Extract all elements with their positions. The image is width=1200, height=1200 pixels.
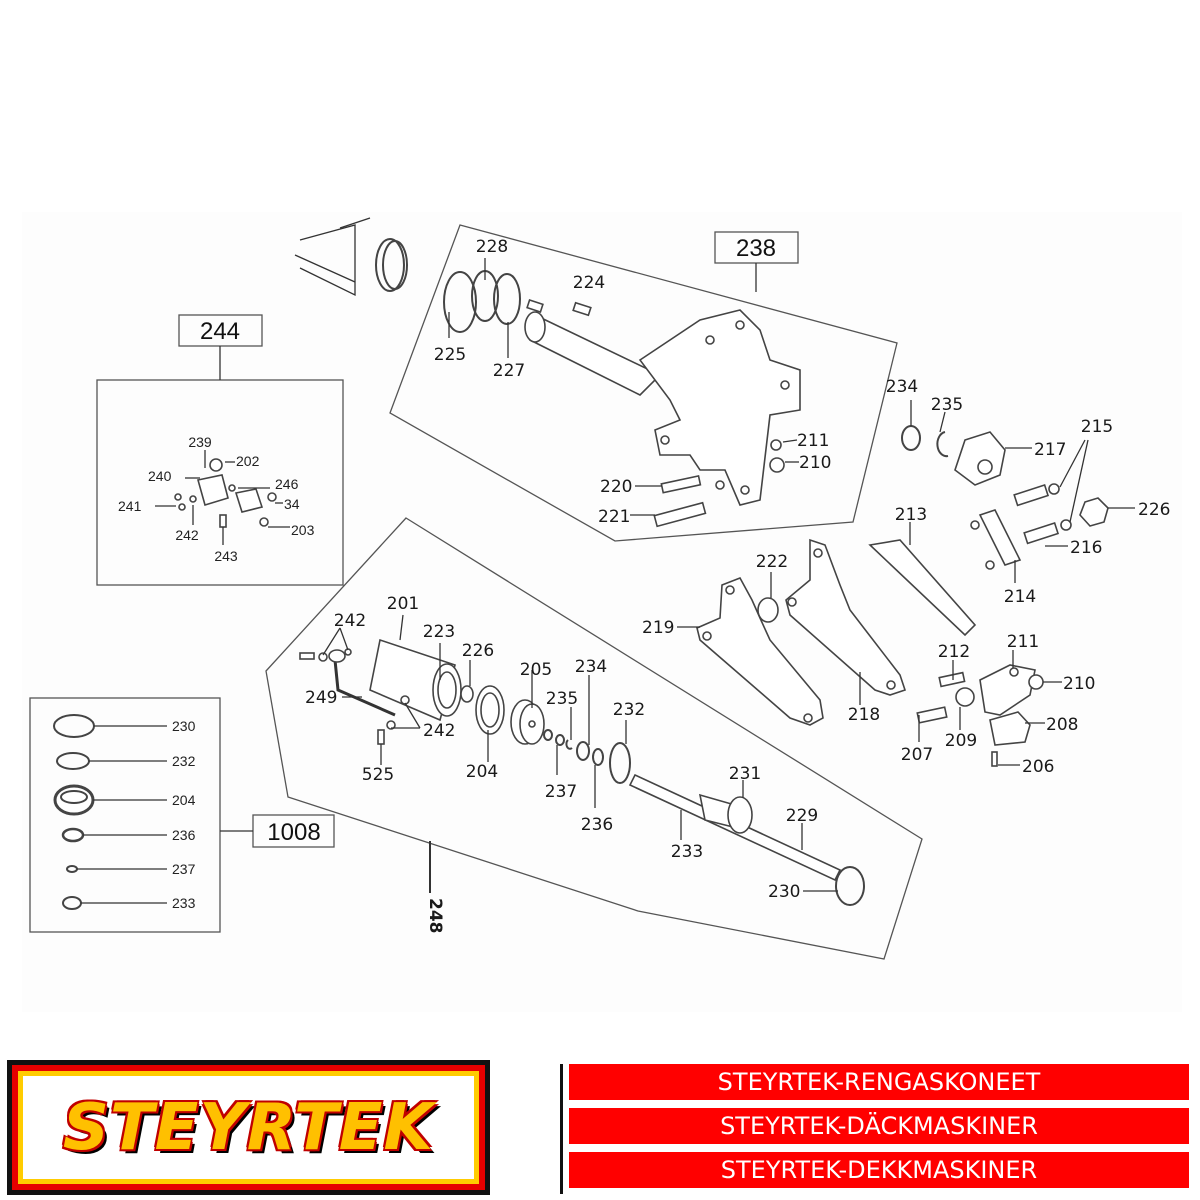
callout-229: 229: [786, 806, 818, 826]
kit-callout-236: 236: [172, 827, 196, 843]
callout-34: 34: [284, 496, 300, 512]
label-238: 238: [736, 235, 776, 262]
brand-footer: STEYRTEK STEYRTEK-RENGASKONEET STEYRTEK-…: [0, 1058, 1200, 1200]
frame-assembly-238: 238: [389, 224, 898, 542]
kit-callout-230: 230: [172, 718, 196, 734]
callout-230-cyl: 230: [768, 882, 800, 902]
callout-218: 218: [848, 705, 880, 725]
callout-211-arm: 211: [1007, 632, 1039, 652]
brand-bar-swedish: STEYRTEK-DÄCKMASKINER: [569, 1108, 1189, 1144]
callout-243: 243: [214, 548, 238, 564]
callout-223: 223: [423, 622, 455, 642]
callout-235-cyl: 235: [546, 689, 578, 709]
kit-callout-204: 204: [172, 792, 196, 808]
callout-231: 231: [729, 764, 761, 784]
callout-219: 219: [642, 618, 674, 638]
callout-217: 217: [1034, 440, 1066, 460]
steyrtek-logo: STEYRTEK: [7, 1060, 490, 1195]
callout-228: 228: [476, 237, 508, 257]
callout-212: 212: [938, 642, 970, 662]
callout-216: 216: [1070, 538, 1102, 558]
diagram-background: [22, 212, 1182, 1012]
label-244: 244: [200, 318, 240, 345]
callout-210-frame: 210: [799, 453, 831, 473]
lift-arms: [677, 538, 1062, 767]
kit-callout-232: 232: [172, 753, 196, 769]
callout-248: 248: [425, 898, 445, 934]
callout-220: 220: [600, 477, 632, 497]
brand-bar-norwegian: STEYRTEK-DEKKMASKINER: [569, 1152, 1189, 1188]
callout-206: 206: [1022, 757, 1054, 777]
callout-207: 207: [901, 745, 933, 765]
callout-233-cyl: 233: [671, 842, 703, 862]
brand-bars: STEYRTEK-RENGASKONEET STEYRTEK-DÄCKMASKI…: [569, 1064, 1189, 1196]
callout-213: 213: [895, 505, 927, 525]
callout-239: 239: [188, 434, 212, 450]
callout-242-cyl-bottom: 242: [423, 721, 455, 741]
callout-210-arm: 210: [1063, 674, 1095, 694]
callout-246: 246: [275, 476, 299, 492]
kit-callout-233: 233: [172, 895, 196, 911]
callout-222: 222: [756, 552, 788, 572]
callout-235-pivot: 235: [931, 395, 963, 415]
callout-221: 221: [598, 507, 630, 527]
footer-divider: [560, 1064, 563, 1194]
callout-201: 201: [387, 594, 419, 614]
seal-kit-1008: 1008: [29, 697, 335, 933]
callout-237-cyl: 237: [545, 782, 577, 802]
brand-bar-finnish: STEYRTEK-RENGASKONEET: [569, 1064, 1189, 1100]
hydraulic-cylinder: [265, 517, 923, 960]
callout-226-cyl: 226: [462, 641, 494, 661]
callout-241: 241: [118, 498, 142, 514]
exploded-parts-diagram: 238 228 224 225 227 211 210 220 221: [22, 212, 1182, 1012]
callout-236-cyl: 236: [581, 815, 613, 835]
callout-226-pivot: 226: [1138, 500, 1170, 520]
callout-203: 203: [291, 522, 315, 538]
callout-249: 249: [305, 688, 337, 708]
callout-227: 227: [493, 361, 525, 381]
callout-205: 205: [520, 660, 552, 680]
callout-214: 214: [1004, 587, 1036, 607]
callout-242-cyl-top: 242: [334, 611, 366, 631]
kit-callout-237: 237: [172, 861, 196, 877]
callout-209: 209: [945, 731, 977, 751]
callout-232-cyl: 232: [613, 700, 645, 720]
callout-215: 215: [1081, 417, 1113, 437]
logo-text: STEYRTEK: [62, 1090, 435, 1165]
callout-224: 224: [573, 273, 605, 293]
callout-225: 225: [434, 345, 466, 365]
label-1008: 1008: [267, 819, 320, 846]
valve-block-244: 244: [96, 314, 344, 586]
callout-202: 202: [236, 453, 260, 469]
callout-211-frame: 211: [797, 431, 829, 451]
callout-204-cyl: 204: [466, 762, 498, 782]
callout-234-cyl: 234: [575, 657, 607, 677]
callout-234-pivot: 234: [886, 377, 918, 397]
callout-208: 208: [1046, 715, 1078, 735]
callout-240: 240: [148, 468, 172, 484]
housing-stub: [294, 217, 408, 297]
callout-525: 525: [362, 765, 394, 785]
pivot-linkage: [868, 400, 1135, 637]
callout-242-valve: 242: [175, 527, 199, 543]
